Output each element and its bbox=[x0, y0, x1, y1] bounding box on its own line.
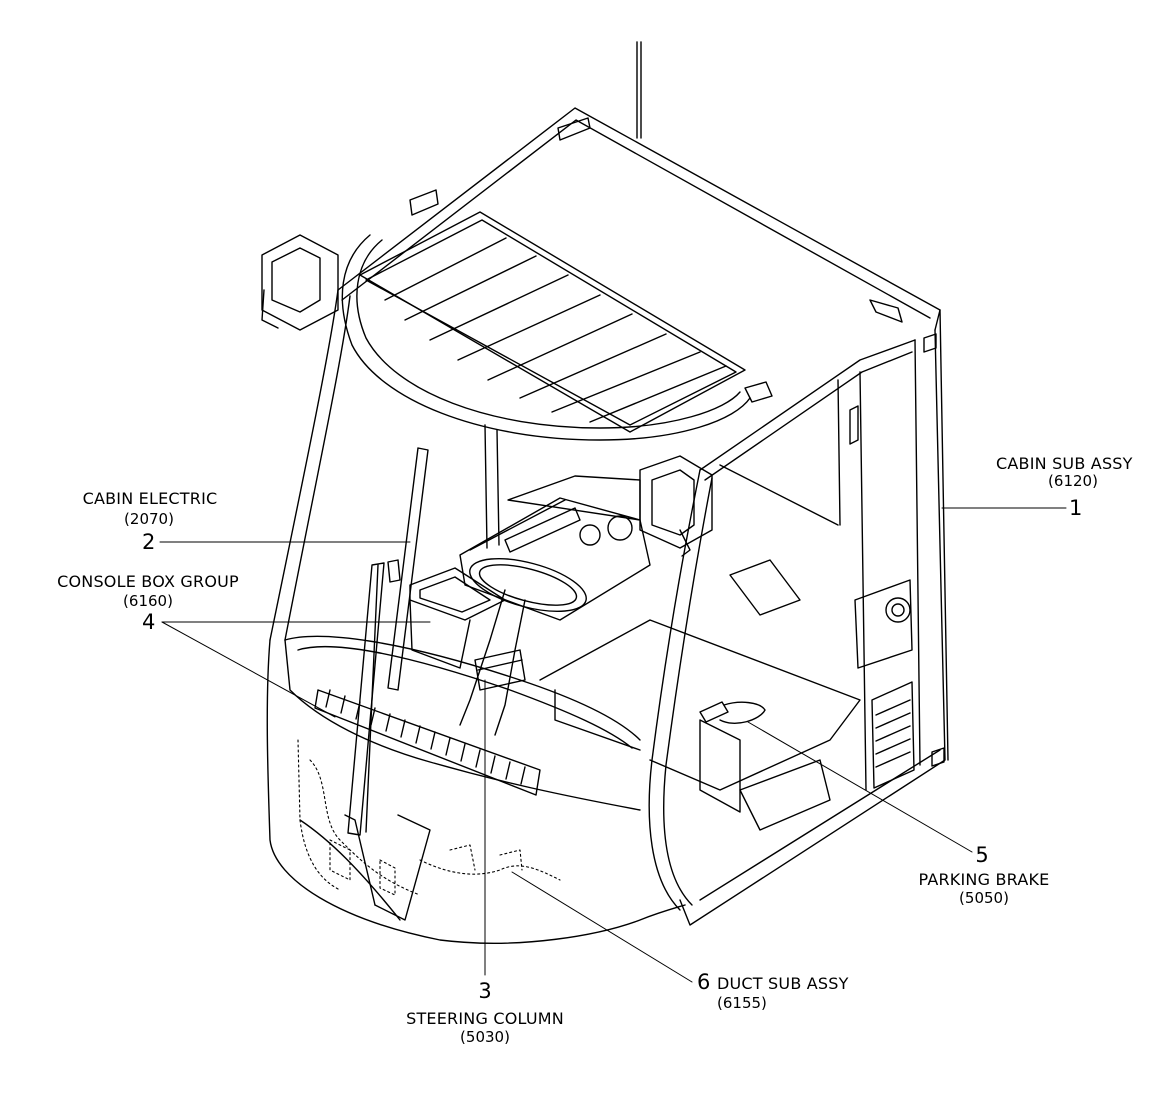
work-light-left bbox=[261, 234, 339, 331]
defroster-grille bbox=[314, 689, 541, 796]
callout-4-number: 4 bbox=[142, 610, 156, 634]
callout-6-name: DUCT SUB ASSY bbox=[717, 974, 849, 993]
callout-6-number: 6 bbox=[697, 970, 711, 994]
callout-2-name: CABIN ELECTRIC bbox=[82, 489, 218, 508]
parking-brake bbox=[699, 701, 766, 724]
console-box bbox=[409, 567, 506, 669]
callout-5-code: (5050) bbox=[959, 889, 1009, 907]
cabin-roof bbox=[337, 107, 941, 441]
cabin-front-body bbox=[266, 635, 686, 944]
callout-1-number: 1 bbox=[1069, 496, 1083, 520]
callout-2-number: 2 bbox=[142, 530, 156, 554]
dashboard bbox=[459, 475, 651, 621]
leader-lines bbox=[159, 507, 1067, 983]
callout-3-number: 3 bbox=[478, 979, 492, 1003]
work-light-right bbox=[639, 455, 713, 557]
roof-skylight bbox=[359, 211, 746, 433]
antenna bbox=[636, 41, 642, 139]
wiper-arm bbox=[347, 447, 429, 836]
steering-wheel bbox=[459, 557, 587, 736]
callout-3-code: (5030) bbox=[460, 1028, 510, 1046]
cabin-front-pillars bbox=[269, 289, 713, 911]
duct-hidden-lines bbox=[297, 739, 561, 896]
callout-5-number: 5 bbox=[975, 843, 989, 867]
callout-1-name: CABIN SUB ASSY bbox=[996, 454, 1133, 473]
callout-4-name: CONSOLE BOX GROUP bbox=[57, 572, 239, 591]
cabin-right-frame bbox=[679, 309, 949, 926]
callout-5-name: PARKING BRAKE bbox=[918, 870, 1050, 889]
callout-1-code: (6120) bbox=[1048, 472, 1098, 490]
callout-6-code: (6155) bbox=[717, 994, 767, 1012]
cabin-floor bbox=[539, 559, 861, 831]
callout-4-code: (6160) bbox=[123, 592, 173, 610]
callout-3-name: STEERING COLUMN bbox=[406, 1009, 564, 1028]
callout-2-code: (2070) bbox=[124, 510, 174, 528]
